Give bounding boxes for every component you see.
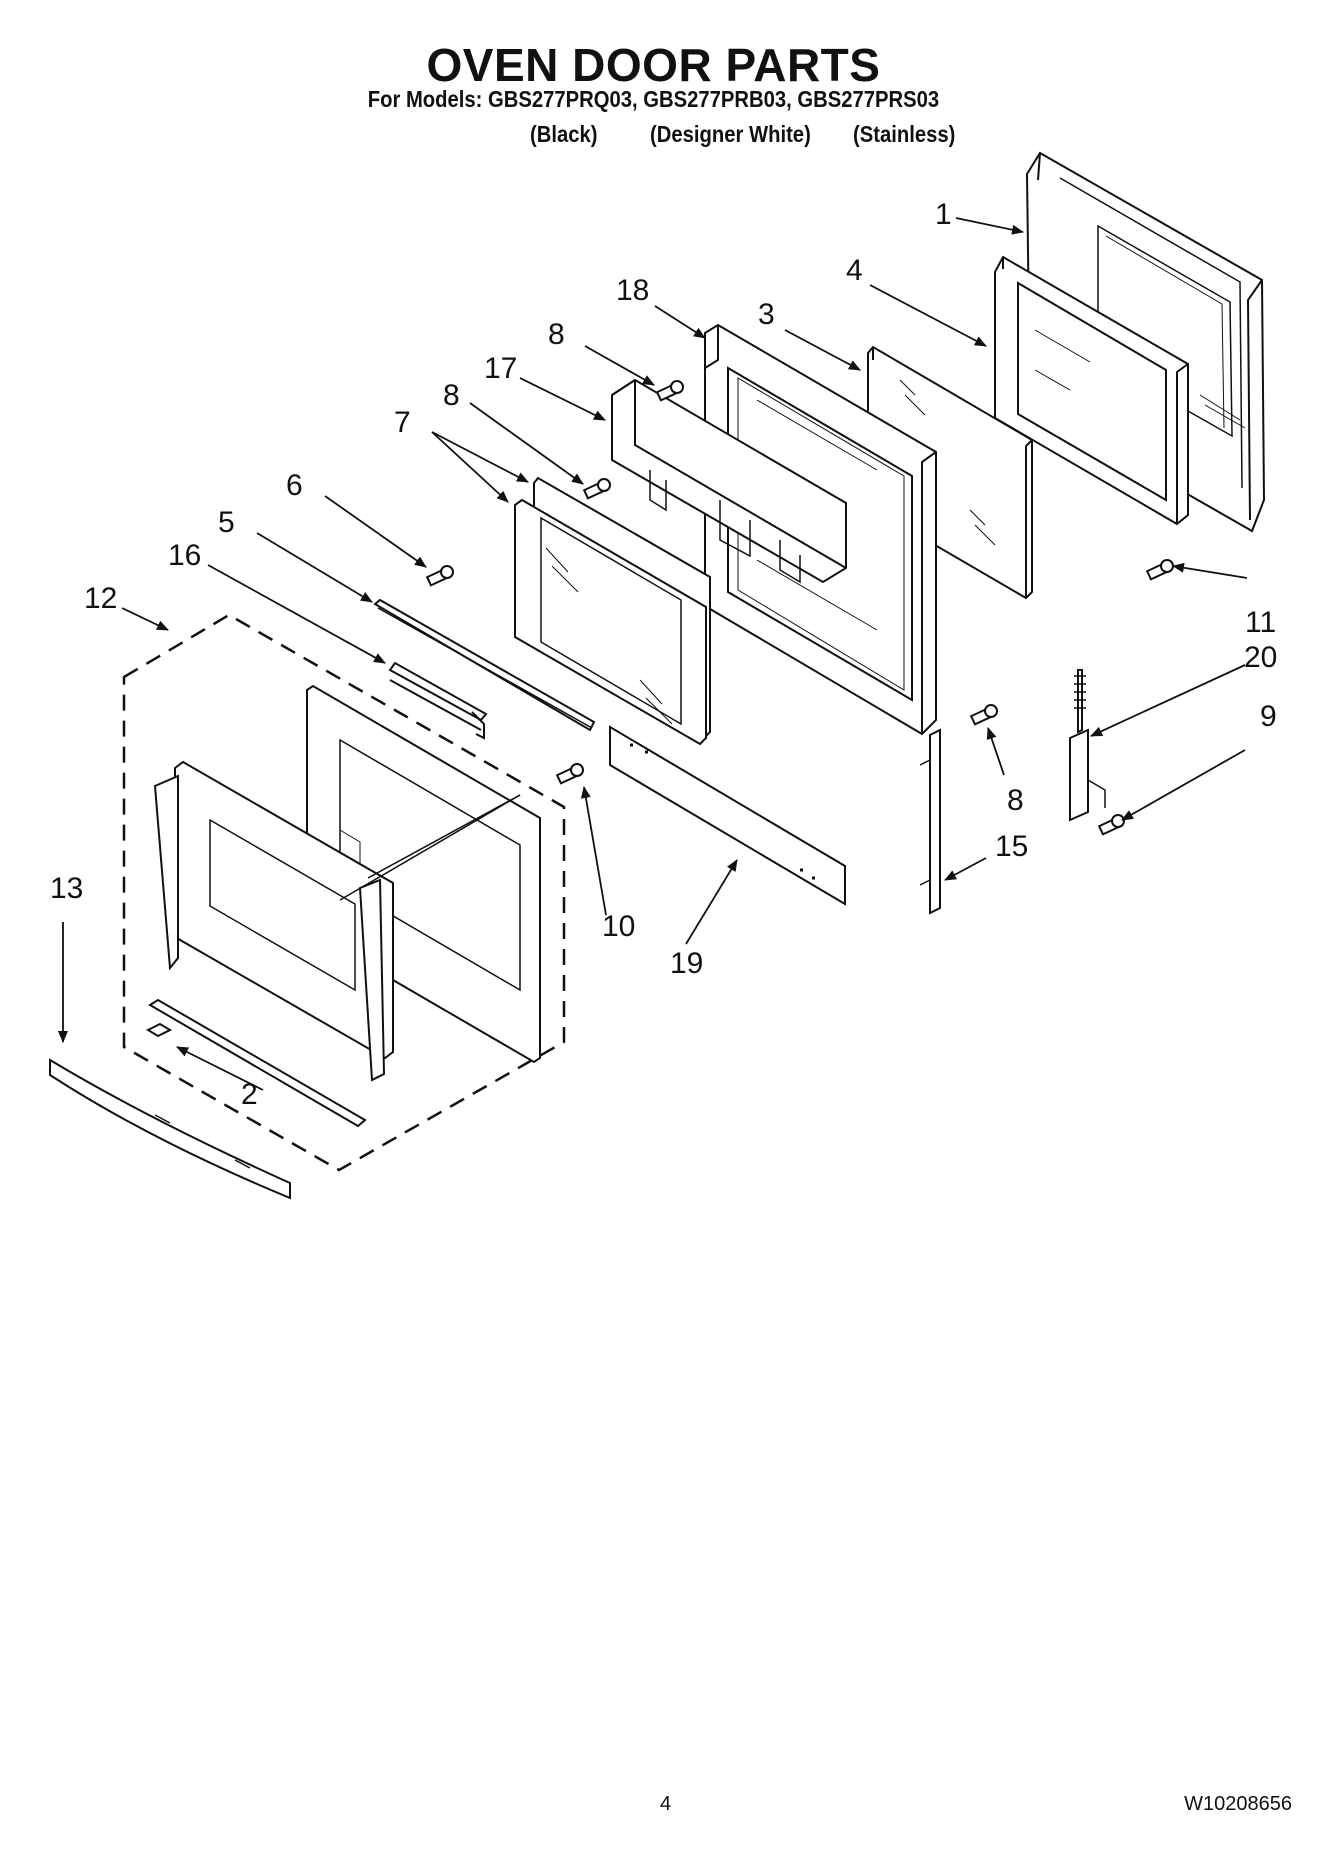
screw-10	[555, 763, 584, 785]
model-list: For Models: GBS277PRQ03, GBS277PRB03, GB…	[367, 86, 940, 112]
callout-8-mid: 8	[443, 379, 460, 412]
leader-arrows	[58, 217, 1248, 1091]
callout-15: 15	[995, 830, 1028, 863]
callout-16: 16	[168, 539, 201, 572]
part-handle	[49, 1058, 291, 1200]
callout-2: 2	[241, 1078, 258, 1111]
callout-9: 9	[1260, 700, 1277, 733]
callout-20: 20	[1244, 641, 1277, 674]
callout-12: 12	[84, 582, 117, 615]
callout-8-right: 8	[1007, 784, 1024, 817]
callout-19: 19	[670, 947, 703, 980]
part-vent-bracket	[388, 661, 488, 740]
part-hinge	[1069, 669, 1106, 822]
callout-6: 6	[286, 469, 303, 502]
screw-8-mid	[582, 478, 611, 500]
part-hinge-bracket	[919, 728, 941, 915]
part-bottom-trim-plate	[609, 725, 846, 906]
callout-10: 10	[602, 910, 635, 943]
part-10-pointers	[339, 794, 521, 901]
callout-11: 11	[1245, 606, 1276, 639]
callout-3: 3	[758, 298, 775, 331]
variant-stainless: (Stainless)	[853, 121, 956, 147]
screw-8-right	[969, 704, 998, 726]
variant-designer-white: (Designer White)	[650, 121, 811, 147]
callout-18: 18	[616, 274, 649, 307]
document-number: W10208656	[1184, 1793, 1292, 1815]
page-number: 4	[660, 1793, 672, 1815]
callout-13: 13	[50, 872, 83, 905]
part-outer-door-shell	[145, 684, 541, 1128]
screw-11	[1145, 559, 1174, 581]
part-glass-pane-front	[514, 476, 711, 746]
part-heat-shield	[611, 378, 847, 584]
callout-1: 1	[935, 198, 952, 231]
callout-5: 5	[218, 506, 235, 539]
screw-6	[425, 565, 454, 587]
variant-black: (Black)	[530, 121, 598, 147]
part-hinge-strip	[373, 598, 596, 732]
assembly-outline-dashed	[122, 613, 566, 1172]
screw-8-top	[655, 380, 684, 402]
callout-labels: 1 4 3 18 8 17 8 7 6 5 16 12 11 20 9 8 15…	[50, 198, 1277, 1111]
callout-17: 17	[484, 352, 517, 385]
callout-8-top: 8	[548, 318, 565, 351]
page-title: OVEN DOOR PARTS	[426, 39, 881, 91]
callout-7: 7	[394, 406, 411, 439]
callout-4: 4	[846, 254, 863, 287]
screw-9	[1097, 814, 1125, 836]
